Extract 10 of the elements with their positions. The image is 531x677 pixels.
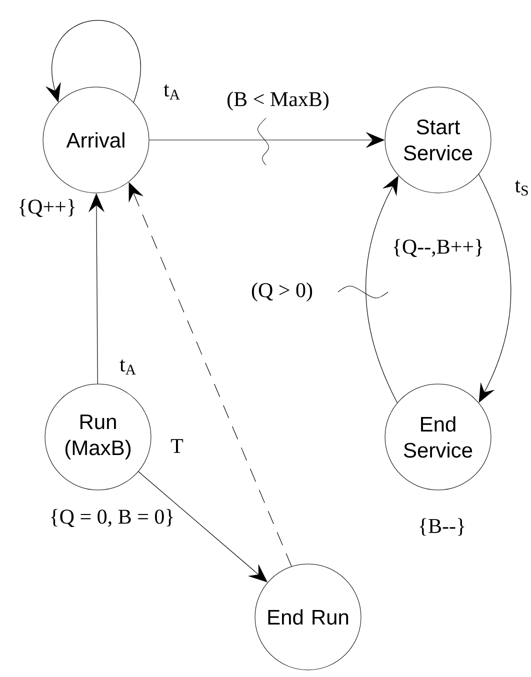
edge-label: (Q > 0) (250, 281, 314, 303)
state-change-label: {Q++} (19, 199, 75, 217)
state-change-label: {B--} (420, 518, 464, 536)
edge-label: (B < MaxB) (226, 90, 330, 112)
state-change-label: {Q = 0, B = 0} (51, 509, 173, 527)
edge-label: T (170, 438, 184, 454)
state-change-label: {Q--,B++} (394, 239, 482, 257)
edge-label: t$_{A}$ (118, 358, 138, 376)
edge-label: t$_{S}$ (514, 179, 530, 197)
edge-label: t$_{A}$ (162, 84, 182, 100)
